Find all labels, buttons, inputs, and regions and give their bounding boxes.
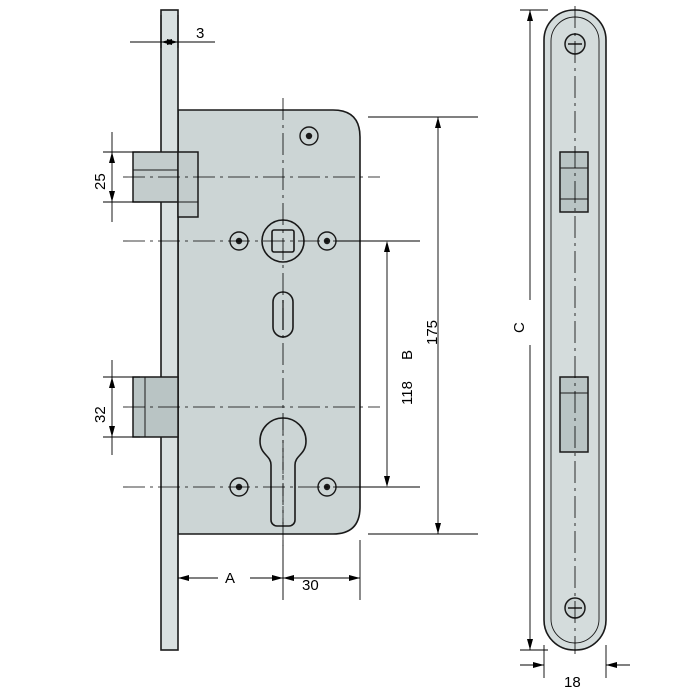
- dim-3: [130, 15, 215, 48]
- dim-30-label: 30: [302, 577, 319, 594]
- dim-18-label: 18: [564, 674, 581, 691]
- dim-118: [336, 240, 420, 488]
- dim-30: [268, 540, 361, 600]
- latch-opening-side: [559, 151, 589, 213]
- front-view: 3 25 32 A: [92, 9, 478, 651]
- dim-175: [368, 116, 478, 535]
- bolt-opening-side: [559, 376, 589, 453]
- dim-C-label: C: [511, 322, 528, 333]
- faceplate-front: [160, 9, 179, 651]
- dim-3-label: 3: [196, 25, 204, 42]
- dim-18: [520, 645, 630, 678]
- euro-cylinder-cutout: [259, 417, 307, 527]
- dim-25: [103, 132, 140, 222]
- side-view: C 18: [511, 6, 630, 691]
- dim-32-label: 32: [92, 406, 109, 423]
- dim-25-label: 25: [92, 173, 109, 190]
- dim-175-label: 175: [424, 320, 441, 345]
- lock-case-body: [177, 109, 361, 535]
- dim-C: [520, 9, 548, 651]
- dim-32: [103, 360, 140, 455]
- dim-B-label: B: [399, 350, 416, 360]
- dim-A-label: A: [225, 570, 235, 587]
- dim-118-label: 118: [399, 381, 416, 405]
